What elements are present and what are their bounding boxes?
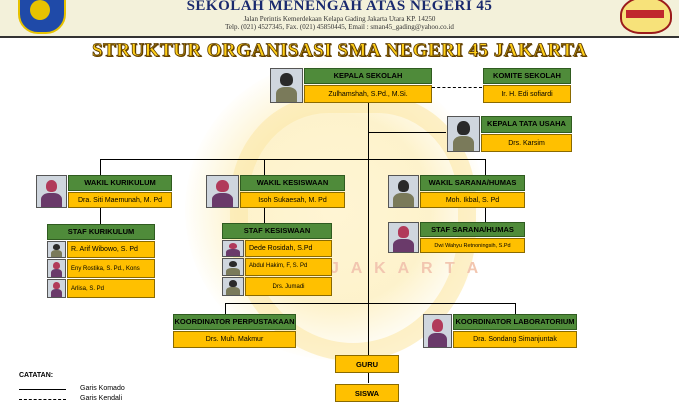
staf-kurikulum-member-2: Eny Rostika, S. Pd., Kons (67, 259, 155, 278)
staf-kesiswaan-photo-1 (222, 240, 244, 257)
staf-sarana-photo (388, 222, 419, 253)
koordinator-perpustakaan-name: Drs. Muh. Makmur (173, 331, 296, 348)
line-koordinator-perpustakaan (225, 303, 226, 314)
wakil-kurikulum-label: WAKIL KURIKULUM (68, 175, 172, 191)
staf-kurikulum-member-3: Arlisa, S. Pd (67, 279, 155, 298)
kepala-sekolah-name: Zulhamshah, S.Pd., M.Si. (304, 85, 432, 103)
line-wakil-kurikulum (100, 159, 101, 175)
wakil-kesiswaan-name: Isoh Sukaesah, M. Pd (240, 192, 345, 208)
koordinator-laboratorium-photo (423, 314, 452, 348)
line-wakil-sarana (485, 159, 486, 175)
legend-komando-label: Garis Komado (80, 385, 125, 392)
kepala-sekolah-label: KEPALA SEKOLAH (304, 68, 432, 84)
wakil-kesiswaan-label: WAKIL KESISWAAN (240, 175, 345, 191)
line-koordinator-row (225, 303, 515, 304)
staf-kurikulum-photo-2 (47, 259, 66, 278)
koordinator-laboratorium-label: KOORDINATOR LABORATORIUM (453, 314, 577, 330)
wakil-kurikulum-name: Dra. Siti Maemunah, M. Pd (68, 192, 172, 208)
legend-solid-line (19, 389, 66, 390)
line-wakil-row (100, 159, 485, 160)
legend-title: CATATAN: (19, 372, 54, 379)
staf-kesiswaan-member-2: Abdul Hakim, F, S. Pd (245, 258, 332, 276)
wakil-kurikulum-photo (36, 175, 67, 208)
kepala-sekolah-photo (270, 68, 303, 103)
siswa-box: SISWA (335, 384, 399, 402)
staf-kesiswaan-member-3: Drs. Jumadi (245, 277, 332, 296)
school-name: SEKOLAH MENENGAH ATAS NEGERI 45 (186, 0, 493, 14)
staf-kesiswaan-photo-2 (222, 258, 244, 276)
wakil-kesiswaan-photo (206, 175, 239, 208)
staf-kurikulum-label: STAF KURIKULUM (47, 224, 155, 240)
kepala-tata-usaha-name: Drs. Karsim (481, 134, 572, 152)
guru-box: GURU (335, 355, 399, 373)
komite-sekolah-name: Ir. H. Edi sofiardi (483, 85, 571, 103)
wakil-sarana-label: WAKIL SARANA/HUMAS (420, 175, 525, 191)
school-address: Jalan Perintis Kemerdekaan Kelapa Gading… (243, 15, 436, 23)
staf-sarana-name: Dwi Wahyu Retnoningsih, S.Pd (420, 238, 525, 253)
komite-sekolah-label: KOMITE SEKOLAH (483, 68, 571, 84)
line-staf-sarana (485, 207, 486, 223)
main-command-line (368, 103, 369, 383)
staf-kesiswaan-photo-3 (222, 277, 244, 296)
watermark-text: J A K A R T A (330, 260, 483, 277)
jakarta-logo-icon (18, 0, 66, 34)
koordinator-laboratorium-name: Dra. Sondang Simanjuntak (453, 331, 577, 348)
chart-title: STRUKTUR ORGANISASI SMA NEGERI 45 JAKART… (91, 40, 588, 62)
staf-sarana-label: STAF SARANA/HUMAS (420, 222, 525, 237)
school-logo-icon (620, 0, 672, 34)
wakil-sarana-name: Moh. Ikbal, S. Pd (420, 192, 525, 208)
letterhead: SEKOLAH MENENGAH ATAS NEGERI 45 Jalan Pe… (0, 0, 679, 38)
wakil-sarana-photo (388, 175, 419, 208)
school-contact: Telp. (021) 4527345, Fax. (021) 45850445… (225, 23, 454, 31)
control-line-komite (432, 87, 482, 88)
kepala-tata-usaha-label: KEPALA TATA USAHA (481, 116, 572, 133)
staf-kesiswaan-label: STAF KESISWAAN (222, 223, 332, 239)
line-tata-usaha (368, 132, 446, 133)
line-koordinator-laboratorium (515, 303, 516, 314)
kepala-tata-usaha-photo (447, 116, 480, 152)
legend-dashed-line (19, 399, 66, 400)
line-staf-kurikulum (100, 207, 101, 224)
staf-kesiswaan-member-1: Dede Rosidah, S.Pd (245, 240, 332, 257)
koordinator-perpustakaan-label: KOORDINATOR PERPUSTAKAAN (173, 314, 296, 330)
legend-kendali-label: Garis Kendali (80, 395, 123, 402)
staf-kurikulum-member-1: R. Arif Wibowo, S. Pd (67, 241, 155, 258)
staf-kurikulum-photo-1 (47, 241, 66, 258)
staf-kurikulum-photo-3 (47, 279, 66, 298)
line-staf-kesiswaan (264, 207, 265, 223)
line-wakil-kesiswaan (264, 159, 265, 175)
